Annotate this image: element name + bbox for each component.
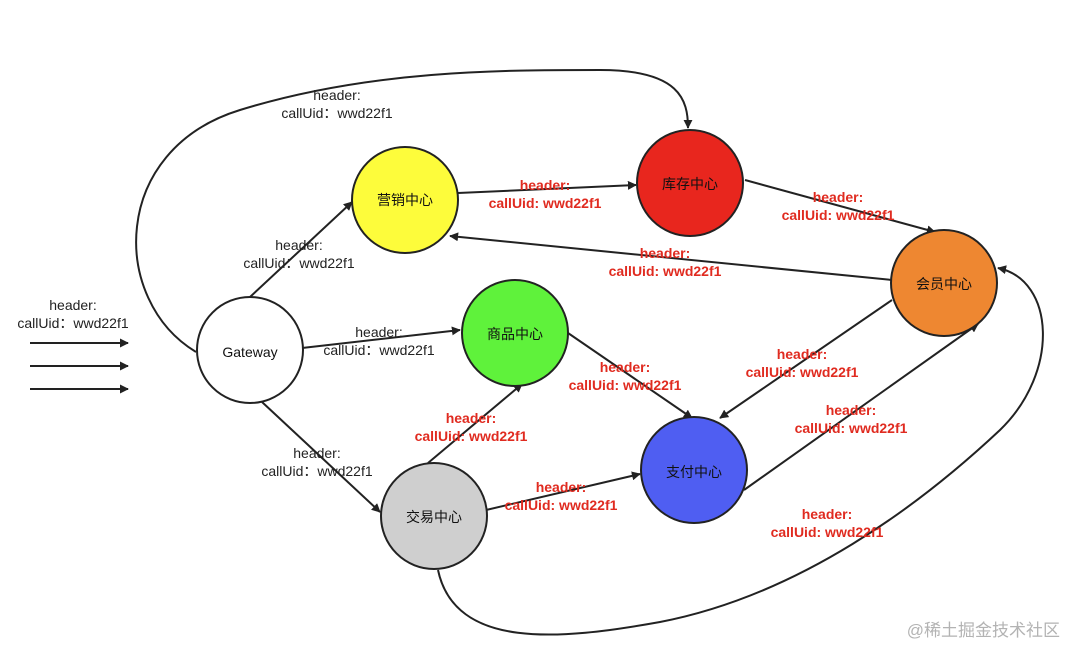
watermark: @稀土掘金技术社区 (906, 621, 1060, 640)
label-marketing-inventory: header: callUid: wwd22f1 (480, 176, 610, 212)
label-product-payment-line2: callUid: wwd22f1 (568, 377, 682, 393)
edge-trade-member (437, 265, 1044, 636)
node-member-label: 会员中心 (916, 276, 972, 292)
edge-member-payment (719, 299, 893, 419)
label-gw-product-line2: callUid：wwd22f1 (323, 342, 435, 358)
label-gw-inventory-line2: callUid：wwd22f1 (281, 105, 393, 121)
edge-gateway-product (301, 326, 461, 349)
node-product-label: 商品中心 (487, 326, 543, 342)
node-member (890, 229, 998, 337)
label-trade-product-line2: callUid: wwd22f1 (414, 428, 528, 444)
label-gw-marketing-line1: header: (275, 237, 323, 253)
label-marketing-inventory-line1: header: (519, 177, 571, 193)
edge-marketing-inventory (457, 180, 637, 194)
label-trade-payment-line2: callUid: wwd22f1 (504, 497, 618, 513)
label-gw-marketing-line2: callUid：wwd22f1 (243, 255, 355, 271)
label-product-payment: header: callUid: wwd22f1 (560, 358, 690, 394)
node-payment (640, 416, 748, 524)
label-trade-member-line1: header: (801, 506, 853, 522)
label-payment-member: header: callUid: wwd22f1 (786, 401, 916, 437)
label-inventory-member: header: callUid: wwd22f1 (773, 188, 903, 224)
node-gateway-label: Gateway (222, 344, 277, 360)
node-gateway (196, 296, 304, 404)
label-gw-product: header: callUid：wwd22f1 (314, 323, 444, 359)
label-trade-product-line1: header: (445, 410, 497, 426)
label-incoming: header: callUid：wwd22f1 (8, 296, 138, 332)
node-marketing-label: 营销中心 (377, 192, 433, 208)
label-product-payment-line1: header: (599, 359, 651, 375)
label-payment-member-line1: header: (825, 402, 877, 418)
node-trade-label: 交易中心 (406, 509, 462, 525)
label-trade-payment-line1: header: (535, 479, 587, 495)
label-gw-marketing: header: callUid：wwd22f1 (234, 236, 364, 272)
node-marketing (351, 146, 459, 254)
edge-product-payment (567, 332, 693, 419)
label-gw-inventory: header: callUid：wwd22f1 (272, 86, 402, 122)
label-trade-member-line2: callUid: wwd22f1 (770, 524, 884, 540)
node-inventory (636, 129, 744, 237)
label-member-payment-line2: callUid: wwd22f1 (745, 364, 859, 380)
node-payment-label: 支付中心 (666, 464, 722, 480)
edge-payment-member (743, 323, 979, 491)
label-member-payment-line1: header: (776, 346, 828, 362)
label-inventory-member-line1: header: (812, 189, 864, 205)
label-gw-trade-line1: header: (293, 445, 341, 461)
label-gw-trade: header: callUid：wwd22f1 (252, 444, 382, 480)
edge-gateway-marketing (249, 201, 353, 298)
label-member-marketing-line1: header: (639, 245, 691, 261)
label-trade-member: header: callUid: wwd22f1 (762, 505, 892, 541)
node-inventory-label: 库存中心 (662, 176, 718, 192)
label-gw-trade-line2: callUid：wwd22f1 (261, 463, 373, 479)
edge-trade-product (427, 383, 523, 464)
edge-inventory-member (744, 179, 936, 235)
edge-member-marketing (449, 232, 893, 281)
label-trade-product: header: callUid: wwd22f1 (406, 409, 536, 445)
edge-gateway-inventory (135, 68, 693, 353)
label-member-marketing-line2: callUid: wwd22f1 (608, 263, 722, 279)
label-incoming-line2: callUid：wwd22f1 (17, 315, 129, 331)
label-trade-payment: header: callUid: wwd22f1 (496, 478, 626, 514)
label-incoming-line1: header: (49, 297, 97, 313)
label-member-marketing: header: callUid: wwd22f1 (600, 244, 730, 280)
incoming-arrows (30, 338, 129, 394)
edge-gateway-trade (261, 401, 381, 513)
label-payment-member-line2: callUid: wwd22f1 (794, 420, 908, 436)
label-inventory-member-line2: callUid: wwd22f1 (781, 207, 895, 223)
node-trade (380, 462, 488, 570)
node-product (461, 279, 569, 387)
label-gw-inventory-line1: header: (313, 87, 361, 103)
label-marketing-inventory-line2: callUid: wwd22f1 (488, 195, 602, 211)
label-gw-product-line1: header: (355, 324, 403, 340)
edge-trade-payment (485, 471, 641, 511)
label-member-payment: header: callUid: wwd22f1 (737, 345, 867, 381)
